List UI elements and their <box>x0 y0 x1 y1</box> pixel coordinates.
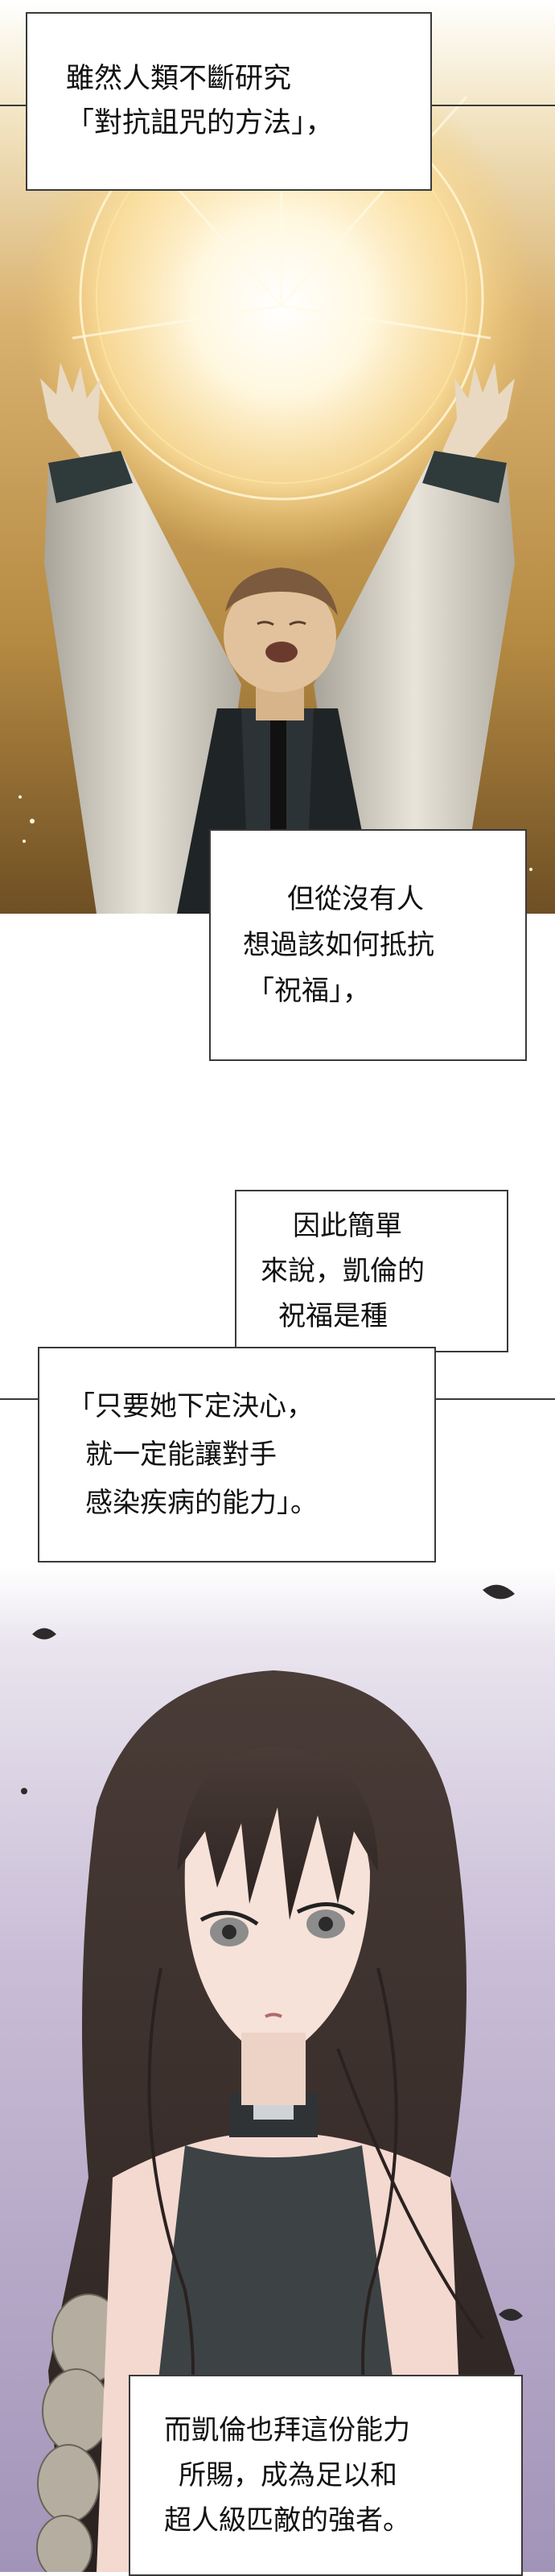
caption-box-5: 而凱倫也拜這份能力 所賜，成為足以和 超人級匹敵的強者。 <box>129 2375 523 2576</box>
panel-top-rule-right <box>430 105 555 106</box>
caption-line: 想過該如何抵抗 <box>243 928 434 961</box>
caption-box-2: 但從沒有人 想過該如何抵抗 「祝福」， <box>209 829 527 1061</box>
caption-box-4: 「只要她下定決心， 就一定能讓對手 感染疾病的能力」。 <box>38 1347 436 1563</box>
caption-line: 雖然人類不斷研究 <box>66 63 292 95</box>
caption-line: 來說，凱倫的 <box>261 1255 425 1287</box>
caption-line: 「祝福」， <box>247 974 370 1007</box>
caption-line: 但從沒有人 <box>287 882 424 915</box>
caption-line: 「對抗詛咒的方法」， <box>66 107 334 139</box>
caption-line: 所賜，成為足以和 <box>179 2459 397 2491</box>
caption-line: 超人級匹敵的強者。 <box>164 2504 410 2537</box>
caption-line: 祝福是種 <box>278 1300 388 1332</box>
caption-line: 因此簡單 <box>293 1210 402 1242</box>
caption-box-1: 雖然人類不斷研究 「對抗詛咒的方法」， <box>26 12 432 191</box>
caption-line: 「只要她下定決心， <box>68 1390 314 1422</box>
panel-top-rule-left <box>0 105 26 106</box>
panel-top-rule-right <box>434 1398 555 1400</box>
caption-line: 感染疾病的能力」。 <box>85 1487 318 1519</box>
panel-top-rule-left <box>0 1398 38 1400</box>
caption-box-3: 因此簡單 來說，凱倫的 祝福是種 <box>235 1190 508 1352</box>
caption-line: 而凱倫也拜這份能力 <box>164 2414 410 2446</box>
caption-line: 就一定能讓對手 <box>85 1439 277 1471</box>
